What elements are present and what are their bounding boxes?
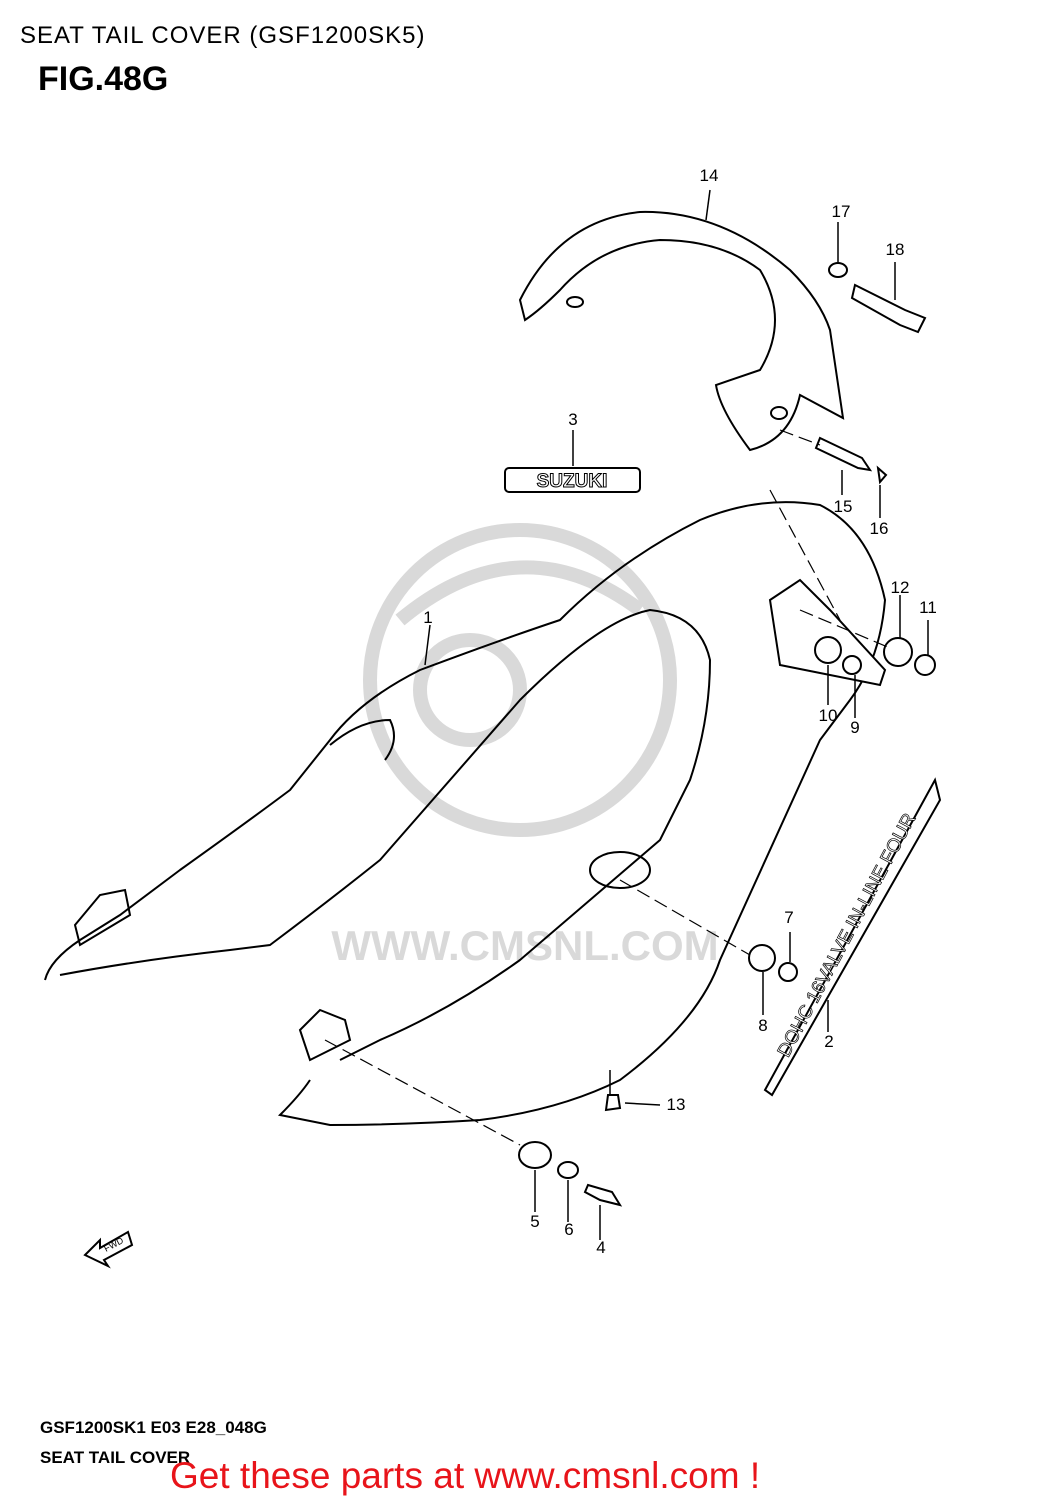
callout-6: 6 <box>564 1220 574 1239</box>
callout-10: 10 <box>818 706 838 725</box>
dash-lines <box>324 429 891 1146</box>
fwd-arrow-icon: FWD <box>83 1230 134 1269</box>
page-title: SEAT TAIL COVER (GSF1200SK5) <box>20 22 426 49</box>
callout-4: 4 <box>596 1238 606 1257</box>
diagram-name: SEAT TAIL COVER <box>40 1448 191 1467</box>
callout-11: 11 <box>919 598 937 617</box>
callout-13: 13 <box>666 1095 686 1114</box>
callout-1: 1 <box>423 608 433 627</box>
callout-17: 17 <box>831 202 851 221</box>
callout-3: 3 <box>568 410 578 429</box>
grab-rail-part <box>518 210 845 452</box>
callout-8: 8 <box>758 1016 768 1035</box>
fastener-parts <box>518 262 936 1207</box>
emblem-text: SUZUKI <box>537 471 608 492</box>
callout-15: 15 <box>833 497 853 516</box>
suzuki-emblem: SUZUKI <box>504 467 641 493</box>
assembly-lines <box>424 189 929 1240</box>
callout-7: 7 <box>784 908 794 927</box>
diagram-code: GSF1200SK1 E03 E28_048G <box>40 1418 267 1437</box>
callout-9: 9 <box>850 718 860 737</box>
callout-5: 5 <box>530 1212 540 1231</box>
callout-2: 2 <box>824 1032 834 1051</box>
callout-14: 14 <box>699 166 719 185</box>
valve-decal: DOHC 16VALVE IN-LINE FOUR <box>763 777 942 1097</box>
callout-12: 12 <box>890 578 910 597</box>
seat-tail-cover-part <box>44 501 887 1127</box>
watermark-text: WWW.CMSNL.COM <box>331 922 718 969</box>
watermark-logo <box>363 523 677 837</box>
callout-16: 16 <box>869 519 889 538</box>
figure-number: FIG.48G <box>38 60 169 98</box>
decal-text: DOHC 16VALVE IN-LINE FOUR <box>774 810 921 1061</box>
promo-link[interactable]: Get these parts at www.cmsnl.com ! <box>170 1455 761 1496</box>
callout-18: 18 <box>885 240 905 259</box>
